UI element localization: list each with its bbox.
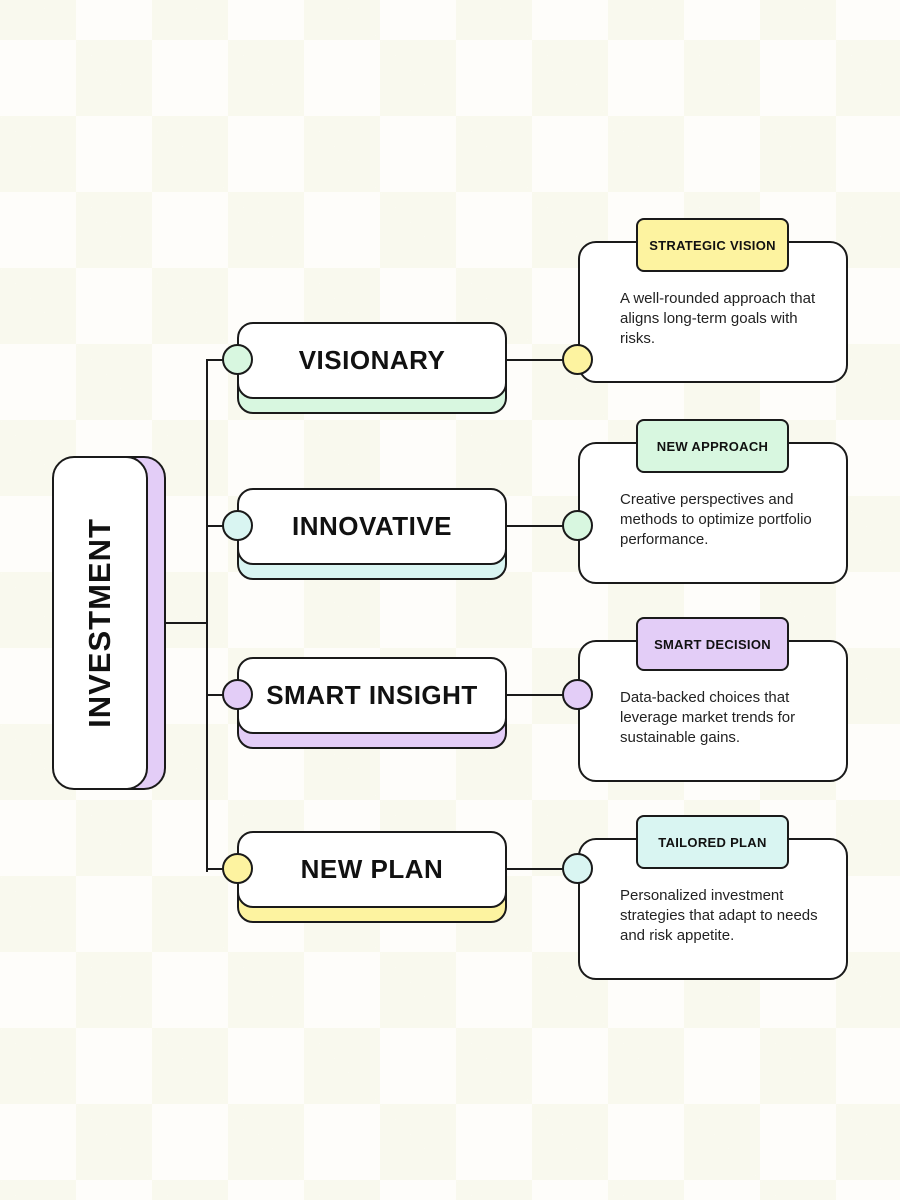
card-dot-icon — [562, 344, 593, 375]
card-connector — [507, 359, 577, 361]
branch-node: NEW PLAN — [237, 831, 507, 908]
root-label: INVESTMENT — [82, 518, 118, 728]
branch-dot-icon — [222, 344, 253, 375]
card-tag: NEW APPROACH — [636, 419, 789, 473]
card-dot-icon — [562, 510, 593, 541]
branch-label: SMART INSIGHT — [266, 680, 478, 710]
branch-node: VISIONARY — [237, 322, 507, 399]
card-tag: TAILORED PLAN — [636, 815, 789, 869]
card-tag-label: TAILORED PLAN — [658, 834, 767, 850]
branch-label: NEW PLAN — [300, 854, 444, 884]
root-node: INVESTMENT — [52, 456, 148, 790]
card-connector — [507, 868, 577, 870]
trunk-line — [206, 359, 208, 872]
card-connector — [507, 525, 577, 527]
card-description: A well-rounded approach that aligns long… — [620, 290, 816, 347]
branch-dot-icon — [222, 510, 253, 541]
branch-node: SMART INSIGHT — [237, 657, 507, 734]
branch-dot-icon — [222, 853, 253, 884]
card-description: Creative perspectives and methods to opt… — [620, 491, 812, 548]
root-connector — [166, 622, 208, 624]
branch-dot-icon — [222, 679, 253, 710]
branch-label: VISIONARY — [298, 345, 446, 375]
card-tag: SMART DECISION — [636, 617, 789, 671]
card-tag-label: STRATEGIC VISION — [649, 237, 776, 253]
card-dot-icon — [562, 853, 593, 884]
card-tag-label: NEW APPROACH — [656, 438, 769, 454]
card-tag: STRATEGIC VISION — [636, 218, 789, 272]
card-description: Personalized investment strategies that … — [620, 887, 818, 944]
card-tag-label: SMART DECISION — [654, 636, 771, 652]
branch-node: INNOVATIVE — [237, 488, 507, 565]
branch-label: INNOVATIVE — [291, 511, 453, 541]
card-description: Data-backed choices that leverage market… — [620, 689, 796, 746]
card-dot-icon — [562, 679, 593, 710]
card-connector — [507, 694, 577, 696]
